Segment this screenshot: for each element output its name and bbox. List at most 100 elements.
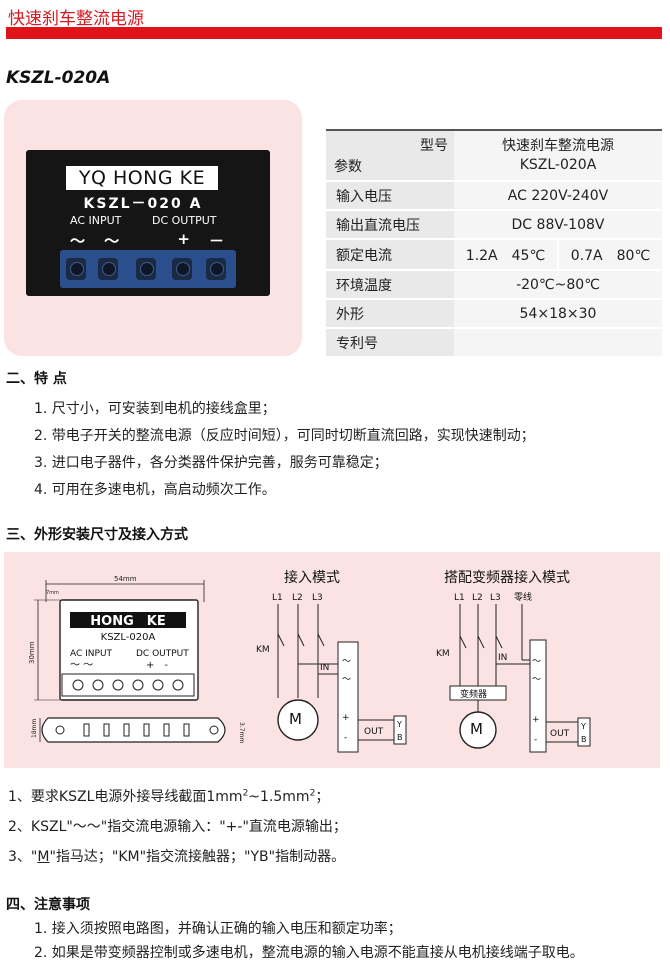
device-brand-label: YQ HONG KE [66,166,218,190]
symbol-ac-1: ～ [70,232,86,250]
svg-text:+ -: + - [146,660,168,671]
screw-icon [66,258,86,280]
height-dimension-label: 30mm [28,641,36,664]
motor-icon: M [289,710,302,728]
km-label: KM [256,645,270,655]
neutral-label: 零线 [514,591,532,603]
motor-symbol: M [37,849,50,865]
device-dc-label: DC OUTPUT [152,214,217,227]
feature-item: 1. 尺寸小，可安装到电机的接线盒里； [34,401,276,417]
yb-b-label: B [581,735,587,744]
drawing-brand: HONG KE [90,614,165,629]
screw-icon [172,258,192,280]
wiring-diagram: 54mm 7mm HONG KE KSZL-020A AC INPUT DC O… [28,569,591,753]
spec-product-cell: 快速刹车整流电源 KSZL-020A [454,131,662,182]
drawing-dc-label: DC OUTPUT [136,649,189,659]
spec-product-model: KSZL-020A [519,156,597,173]
note-wire-section: 1、要求KSZL电源外接导线截面1mm2~1.5mm2； [8,786,329,806]
spec-table-top-rule [326,129,662,131]
spec-value: 54×18×30 [454,299,662,329]
screw-icon [206,258,226,280]
svg-text:～: ～ [532,675,541,685]
note-3-post: "指马达；"KM"指交流接触器；"YB"指制动器。 [49,849,346,865]
note-io: 2、KSZL"～～"指交流电源输入："+-"直流电源输出； [8,819,347,835]
plus-label: + [342,713,350,723]
svg-text:～: ～ [342,657,351,667]
feature-item: 3. 进口电子器件，各分类器件保护完善，服务可靠稳定； [34,455,388,471]
spec-value-current-2: 0.7A 80℃ [557,240,662,269]
drawing-model: KSZL-020A [101,632,156,643]
screw-icon [98,258,118,280]
spec-value-split: 1.2A 45℃ 0.7A 80℃ [454,239,662,271]
vfd-mode-title: 搭配变频器接入模式 [444,569,570,586]
header-bar [6,27,662,39]
plus-label: + [532,715,540,725]
device-terminal-symbols: ～ ～ + － [62,230,232,251]
spec-value: DC 88V-108V [454,210,662,240]
l3-label: L3 [312,593,323,603]
precaution-item: 2. 如果是带变频器控制或多速电机，整流电源的输入电源不能直接从电机接线端子取电… [34,945,584,961]
out-label: OUT [550,729,570,739]
base-dimension-label: 18mm [31,719,38,738]
table-row: 输入电压 AC 220V-240V [326,181,662,211]
yb-y-label: Y [396,720,402,729]
spec-label: 环境温度 [326,270,454,300]
drawing-ac-label: AC INPUT [70,649,113,659]
yb-b-label: B [397,733,403,742]
note-1-text: 1、要求KSZL电源外接导线截面1mm [8,789,243,805]
device-ac-label: AC INPUT [70,214,122,227]
km-label: KM [436,649,450,659]
spec-product-name: 快速刹车整流电源 [502,137,614,154]
note-3-pre: 3、" [8,849,38,865]
wiring-mode-diagram: 接入模式 L1 L2 L3 KM IN ～ ～ + - M OUT Y [256,569,407,753]
yb-y-label: Y [580,722,586,731]
table-row: 环境温度 -20℃~80℃ [326,270,662,300]
dimensions-title: 三、外形安装尺寸及接入方式 [6,527,188,543]
l1-label: L1 [454,593,465,603]
spec-table: 型号 参数 快速刹车整流电源 KSZL-020A 输入电压 AC 220V-24… [326,131,662,358]
symbol-plus: + [177,230,190,248]
dimension-drawing: 54mm 7mm HONG KE KSZL-020A AC INPUT DC O… [28,575,245,743]
spec-label: 输入电压 [326,181,454,211]
feature-item: 2. 带电子开关的整流电源（反应时间短），可同时切断直流回路，实现快速制动； [34,428,535,444]
device-model-label: KSZL－020 A [83,196,203,212]
screw-icon [136,258,156,280]
small-dimension-label: 7mm [46,590,59,596]
note-legend: 3、"M"指马达；"KM"指交流接触器；"YB"指制动器。 [8,846,345,866]
wiring-diagram-panel: 54mm 7mm HONG KE KSZL-020A AC INPUT DC O… [4,552,660,768]
corner-param-label: 参数 [334,159,362,175]
minus-label: - [344,733,347,743]
feature-item: 4. 可用在多速电机，高启动频次工作。 [34,482,276,498]
table-row: 专利号 [326,328,662,358]
motor-icon: M [470,720,483,738]
precautions-title: 四、注意事项 [6,897,90,913]
vfd-wiring-diagram: 搭配变频器接入模式 L1 L2 L3 零线 KM IN ～ ～ + - 变频器 [436,569,591,753]
spec-value: AC 220V-240V [454,181,662,211]
spec-label: 输出直流电压 [326,210,454,240]
spec-label: 外形 [326,299,454,329]
in-label: IN [498,653,507,663]
in-label: IN [320,663,329,673]
note-1-end: ； [315,789,330,805]
spec-table-header: 型号 参数 快速刹车整流电源 KSZL-020A [326,131,662,182]
width-dimension-label: 54mm [114,575,137,583]
svg-text:～: ～ [342,675,351,685]
symbol-ac-2: ～ [104,232,120,250]
l2-label: L2 [472,593,483,603]
features-title: 二、特 点 [6,371,67,387]
spec-label: 专利号 [326,328,454,358]
sup-2: 2 [242,788,249,799]
spec-value [454,328,662,358]
out-label: OUT [364,727,384,737]
svg-text:～ ～: ～ ～ [70,660,93,671]
spec-value: -20℃~80℃ [454,270,662,300]
table-row: 输出直流电压 DC 88V-108V [326,210,662,240]
wiring-mode-title: 接入模式 [284,569,340,586]
table-row: 额定电流 1.2A 45℃ 0.7A 80℃ [326,239,662,271]
l3-label: L3 [490,593,501,603]
spec-label: 额定电流 [326,239,454,271]
spec-corner-cell: 型号 参数 [326,131,454,182]
page-title: 快速刹车整流电源 [8,9,144,29]
l1-label: L1 [272,593,283,603]
svg-text:～: ～ [532,657,541,667]
